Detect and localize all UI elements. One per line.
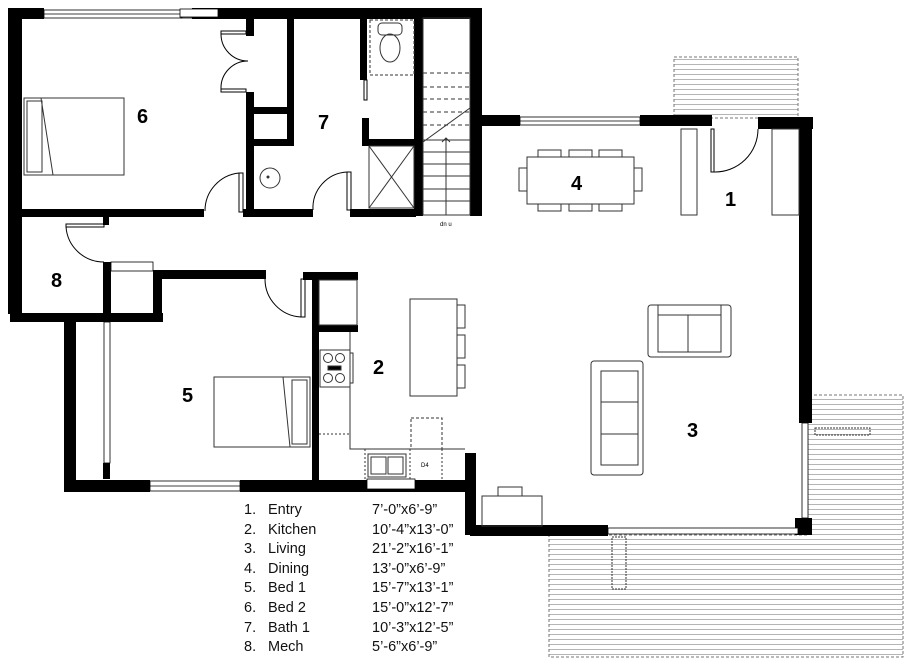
legend-room-name: Living [268,541,306,558]
toilet-icon [369,19,415,76]
room-label-4: 4 [571,173,583,195]
room-label-1: 1 [725,189,736,211]
legend-dimensions: 7’-0”x6’-9” [372,502,438,518]
legend-row: 8. Mech 5’-6”x6’-9” [244,638,453,658]
legend-number: 4. [244,560,257,577]
legend-number: 5. [244,580,257,597]
stove-icon [319,349,354,388]
sofa-icon [590,360,644,476]
legend-row: 5. Bed 1 15’-7”x13’-1” [244,579,453,599]
legend-row: 7. Bath 1 10’-3”x12’-5” [244,619,453,639]
legend-dimensions: 10’-3”x12’-5” [372,619,454,636]
legend-number: 6. [244,599,257,616]
deck-step-icon [611,536,627,590]
entry-bench-left [680,128,698,216]
legend-row: 3. Living 21’-2”x16’-1” [244,540,453,560]
room-label-2: 2 [373,357,384,379]
legend-number: 8. [244,639,257,656]
legend-dimensions: 15’-0”x12’-7” [372,599,454,616]
bed-icon [23,97,125,176]
stairs-icon [422,17,471,216]
legend-dimensions: 21’-2”x16’-1” [372,541,454,558]
legend-row: 1. Entry 7’-0”x6’-9” [244,501,453,521]
legend-room-name: Bath 1 [268,619,310,636]
dishwasher-label: D4 [421,463,429,469]
stair-direction-label: dn u [440,222,452,228]
legend-dimensions: 15’-7”x13’-1” [372,580,454,597]
bed-icon [213,376,311,448]
dining-table-icon [518,149,643,212]
legend-room-name: Kitchen [268,521,317,538]
fixtures [23,17,871,590]
dishwasher-outline [410,417,443,450]
entry-bench-right [771,128,800,216]
doors [65,30,759,318]
room-label-3: 3 [687,420,698,442]
legend-row: 2. Kitchen 10’-4”x13’-0” [244,521,453,541]
room-labels: 6 7 4 1 8 2 5 3 dn u D4 [51,106,736,469]
kitchen-island-icon [409,298,466,397]
room-legend: 1. Entry 7’-0”x6’-9” 2. Kitchen 10’-4”x1… [244,501,453,658]
legend-dimensions: 10’-4”x13’-0” [372,521,454,538]
legend-room-name: Entry [268,502,302,518]
legend-row: 4. Dining 13’-0”x6’-9” [244,560,453,580]
legend-row: 6. Bed 2 15’-0”x12’-7” [244,599,453,619]
windows [43,8,809,535]
sink-icon [259,167,281,189]
fridge-icon [318,279,358,326]
legend-room-name: Bed 2 [268,599,306,616]
legend-dimensions: 13’-0”x6’-9” [372,560,446,577]
deck-step-icon [814,427,871,436]
room-label-5: 5 [182,385,193,407]
legend-room-name: Mech [268,639,304,656]
side-table-icon [481,495,543,527]
legend-dimensions: 5’-6”x6’-9” [372,639,438,656]
loveseat-icon [647,304,732,358]
shower-icon [368,145,415,209]
legend-number: 2. [244,521,257,538]
legend-room-name: Bed 1 [268,580,306,597]
kitchen-sink-icon [364,449,443,480]
room-label-6: 6 [137,106,148,128]
room-label-7: 7 [318,112,329,134]
deck-front [673,56,799,119]
deck-rear [548,394,904,658]
legend-number: 3. [244,541,257,558]
room-label-8: 8 [51,270,62,292]
legend-room-name: Dining [268,560,310,577]
legend-number: 7. [244,619,257,636]
legend-number: 1. [244,502,257,518]
